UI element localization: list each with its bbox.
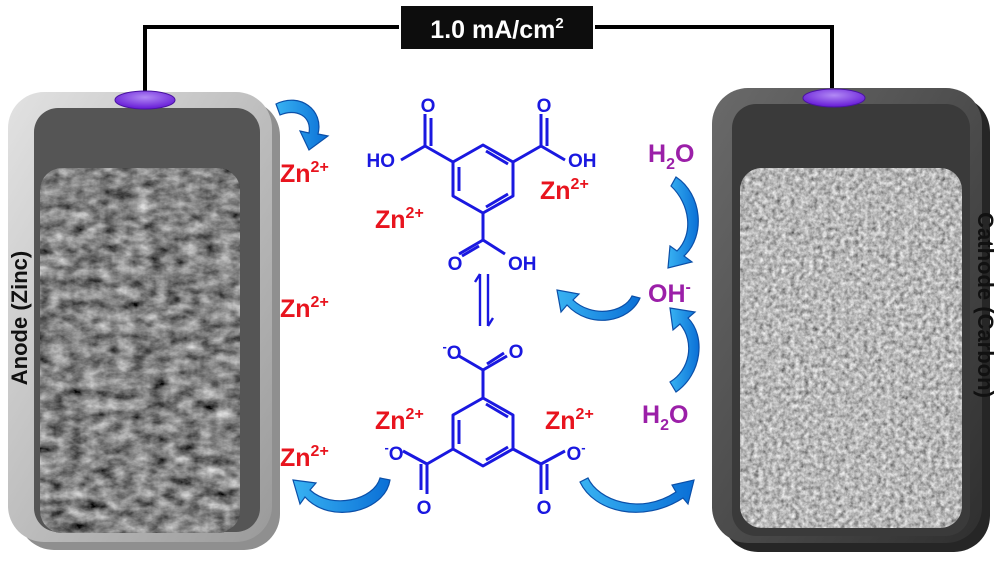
hydroxide-label: OH- — [648, 279, 691, 308]
water-label: H2O — [642, 401, 688, 434]
anode-label: Anode (Zinc) — [7, 251, 32, 385]
cathode-clip — [802, 88, 866, 108]
water-label: H2O — [648, 140, 694, 173]
cathode-electrode: Cathode (Carbon) — [712, 88, 997, 552]
circuit-wire — [143, 25, 834, 96]
anion-left-oxygen: -O — [384, 440, 403, 465]
zinc-ion-label: Zn2+ — [545, 406, 594, 435]
curved-arrow-icon — [275, 99, 330, 151]
equilibrium-arrows-icon — [473, 273, 495, 327]
acid-left-hydroxyl: HO — [367, 151, 396, 172]
acid-left-oxygen: O — [421, 96, 436, 117]
curved-arrow-icon — [556, 289, 641, 321]
anode-clip — [114, 90, 176, 110]
zinc-ion-label: Zn2+ — [280, 294, 329, 323]
acid-bottom-hydroxyl: OH — [508, 254, 537, 275]
cathode-label: Cathode (Carbon) — [973, 212, 997, 398]
curved-arrow-icon — [669, 307, 700, 393]
anode-zinc-dendrite-micrograph — [40, 168, 240, 533]
cathode-carbon-micrograph — [740, 168, 962, 528]
anion-top-carbonyl: O — [509, 342, 524, 363]
reaction-arrows — [275, 99, 700, 513]
acid-right-oxygen: O — [537, 96, 552, 117]
curved-arrow-icon — [579, 477, 695, 513]
acid-bottom-oxygen: O — [448, 254, 463, 275]
zinc-ion-label: Zn2+ — [280, 443, 329, 472]
zinc-ion-label: Zn2+ — [540, 176, 589, 205]
zinc-ion-label: Zn2+ — [375, 406, 424, 435]
trimesate-anion-molecule — [402, 351, 566, 494]
svg-text:1.0 mA/cm2: 1.0 mA/cm2 — [430, 15, 563, 44]
trimesic-acid-molecule — [400, 114, 566, 258]
curved-arrow-icon — [667, 176, 699, 269]
zinc-ion-label: Zn2+ — [375, 205, 424, 234]
anion-right-oxygen: O- — [566, 440, 585, 465]
curved-arrow-icon — [292, 477, 391, 513]
anion-left-carbonyl: O — [417, 498, 432, 519]
current-density-label: 1.0 mA/cm — [430, 16, 555, 44]
anion-right-carbonyl: O — [537, 498, 552, 519]
current-density-box: 1.0 mA/cm2 — [399, 4, 595, 51]
anode-electrode: Anode (Zinc) — [7, 90, 280, 550]
anion-top-oxygen: -O — [442, 339, 461, 364]
acid-right-hydroxyl: OH — [568, 151, 597, 172]
zinc-ion-label: Zn2+ — [280, 159, 329, 188]
current-density-exponent: 2 — [555, 15, 563, 32]
